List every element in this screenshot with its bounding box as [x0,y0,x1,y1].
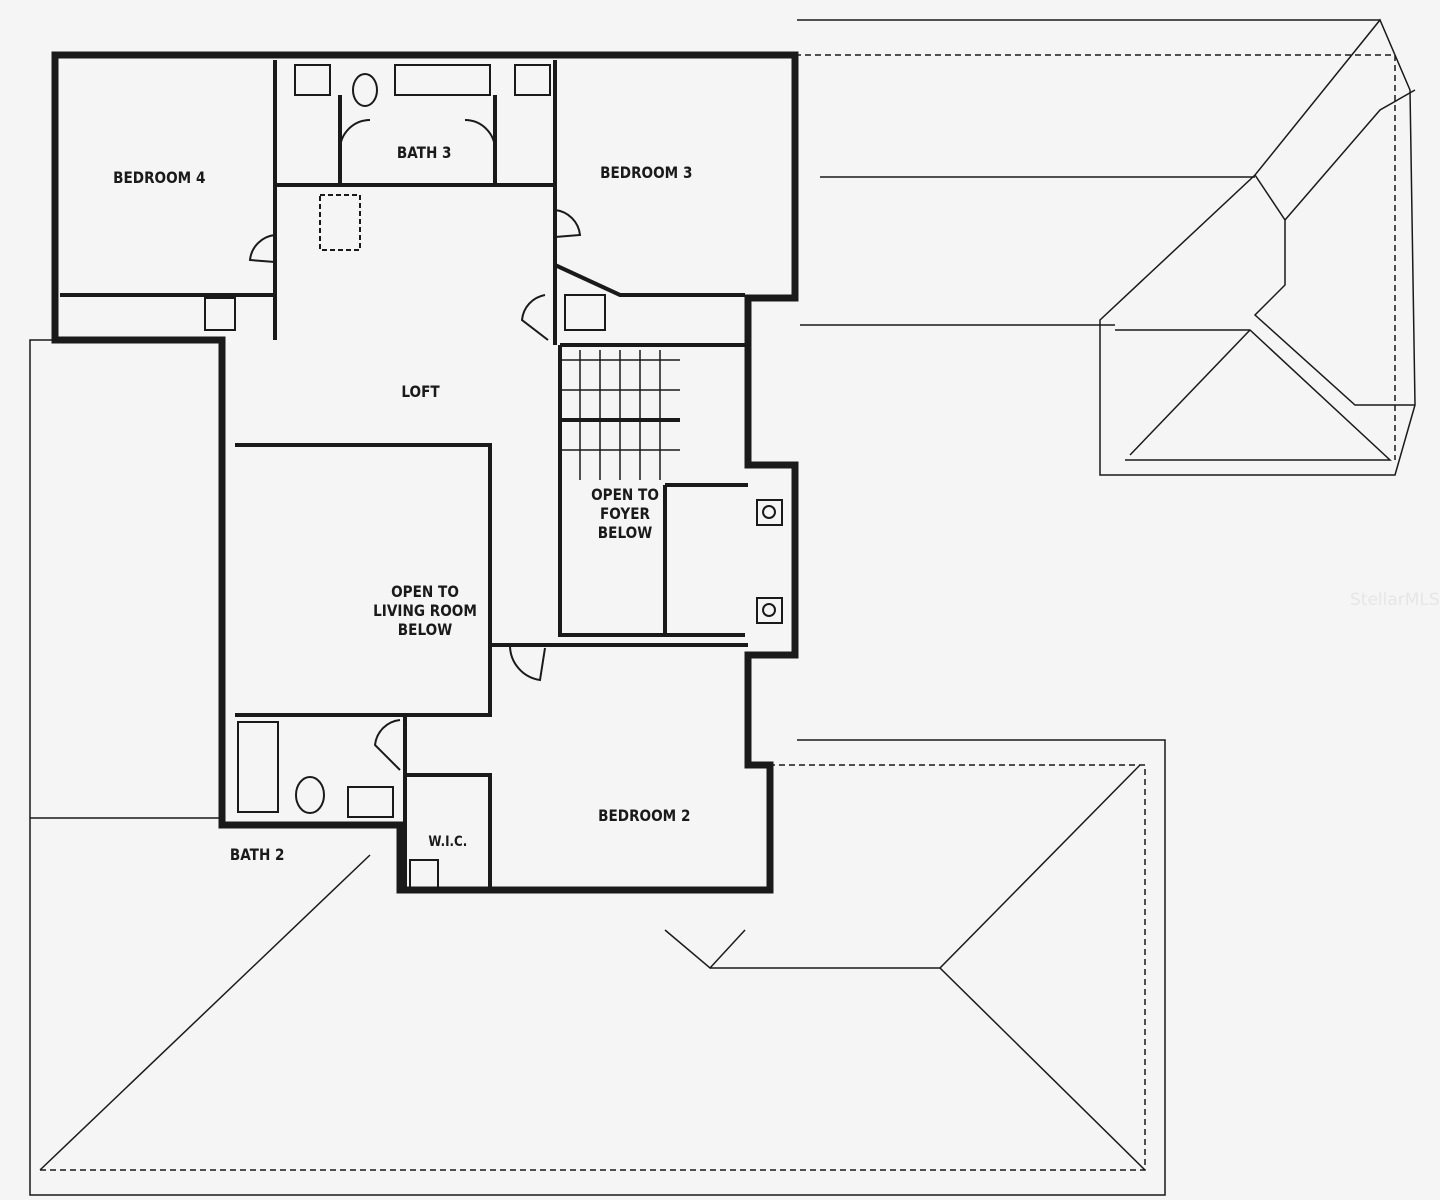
label-line: FOYER [600,504,650,523]
room-label-bath-3: BATH 3 [396,143,452,162]
label-line: OPEN TO [391,582,459,601]
room-label-bedroom-4: BEDROOM 4 [113,168,206,187]
room-label-loft: LOFT [401,382,440,401]
room-label-open-to-living-room: OPEN TO LIVING ROOM BELOW [366,582,485,639]
interior-walls [60,60,748,890]
room-label-bedroom-3: BEDROOM 3 [600,163,693,182]
fixtures [204,64,783,889]
label-line: OPEN TO [591,485,659,504]
label-line: BELOW [597,523,653,542]
room-label-bath-2: BATH 2 [229,845,285,864]
room-label-wic: W.I.C. [428,834,468,850]
label-line: BELOW [397,620,453,639]
room-label-bedroom-2: BEDROOM 2 [598,806,691,825]
room-label-open-to-foyer: OPEN TO FOYER BELOW [583,485,668,542]
walls [51,51,799,894]
label-line: LIVING ROOM [373,601,477,620]
roof-lines [29,18,1416,1196]
watermark: StellarMLS [1350,590,1440,610]
